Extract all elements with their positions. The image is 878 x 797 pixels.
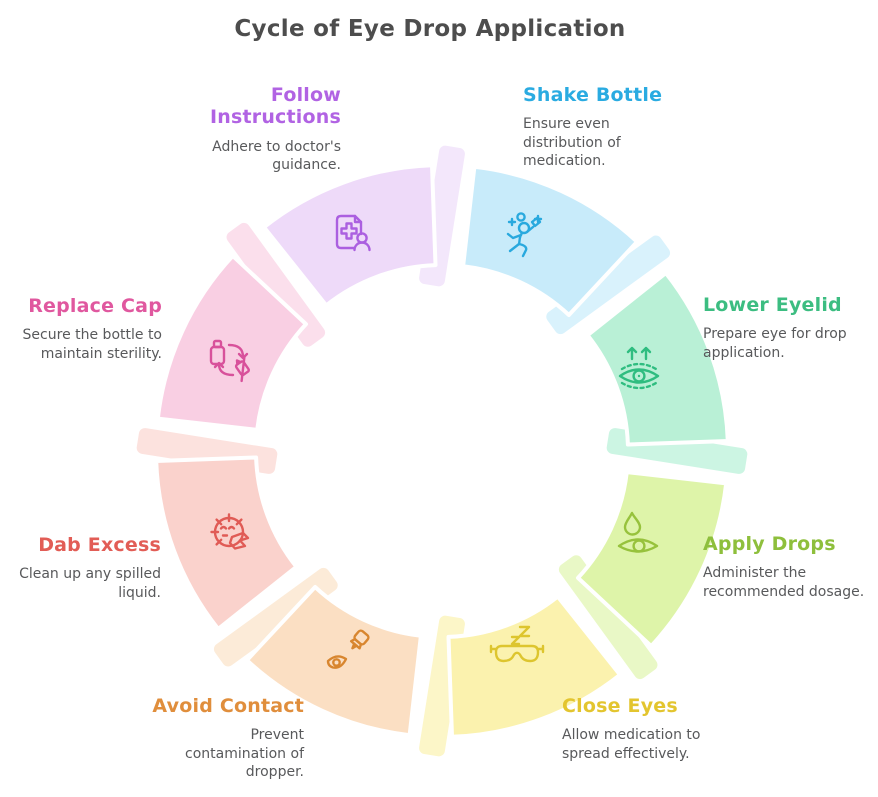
dab-excess-icon bbox=[210, 513, 250, 550]
step-description: Clean up any spilled liquid. bbox=[19, 566, 161, 601]
step-label-replace-cap: Replace Cap Secure the bottle to maintai… bbox=[8, 295, 162, 363]
cycle-segment-follow-instructions bbox=[262, 163, 438, 308]
cycle-connector-shake-bottle bbox=[546, 235, 671, 335]
cycle-segment-lower-eyelid bbox=[585, 271, 730, 447]
step-title: Dab Excess bbox=[38, 534, 161, 556]
step-label-shake-bottle: Shake Bottle Ensure even distribution of… bbox=[523, 84, 668, 170]
shake-bottle-icon bbox=[506, 212, 543, 258]
step-label-follow-instructions: Follow Instructions Adhere to doctor's g… bbox=[189, 84, 341, 174]
cycle-segment-dab-excess bbox=[154, 455, 299, 631]
step-description: Secure the bottle to maintain sterility. bbox=[22, 327, 162, 362]
step-description: Adhere to doctor's guidance. bbox=[212, 138, 341, 173]
lower-eyelid-icon bbox=[618, 346, 660, 390]
step-description: Administer the recommended dosage. bbox=[703, 565, 865, 600]
diagram-title: Cycle of Eye Drop Application bbox=[234, 16, 626, 42]
avoid-contact-icon bbox=[326, 629, 370, 669]
step-title: Shake Bottle bbox=[523, 84, 663, 106]
step-description: Prevent contamination of dropper. bbox=[185, 727, 304, 780]
cycle-connector-replace-cap bbox=[226, 222, 326, 347]
cycle-ring bbox=[136, 145, 748, 757]
follow-instructions-icon bbox=[335, 214, 371, 252]
step-label-apply-drops: Apply Drops Administer the recommended d… bbox=[703, 533, 875, 601]
cycle-segment-close-eyes bbox=[446, 594, 622, 739]
step-description: Prepare eye for drop application. bbox=[703, 326, 847, 361]
step-title: Close Eyes bbox=[562, 695, 678, 717]
step-title: Follow Instructions bbox=[209, 84, 341, 129]
cycle-segment-apply-drops bbox=[576, 470, 729, 649]
step-label-dab-excess: Dab Excess Clean up any spilled liquid. bbox=[5, 534, 161, 602]
step-title: Replace Cap bbox=[28, 295, 162, 317]
step-title: Avoid Contact bbox=[152, 695, 304, 717]
step-label-avoid-contact: Avoid Contact Prevent contamination of d… bbox=[150, 695, 304, 781]
cycle-segment-replace-cap bbox=[155, 253, 308, 432]
apply-drops-icon bbox=[617, 511, 659, 553]
step-title: Lower Eyelid bbox=[703, 294, 842, 316]
close-eyes-icon bbox=[489, 625, 545, 663]
step-title: Apply Drops bbox=[703, 533, 836, 555]
step-description: Ensure even distribution of medication. bbox=[523, 116, 621, 169]
step-label-close-eyes: Close Eyes Allow medication to spread ef… bbox=[562, 695, 722, 763]
cycle-segment-shake-bottle bbox=[461, 164, 640, 317]
cycle-connector-avoid-contact bbox=[213, 567, 338, 667]
step-label-lower-eyelid: Lower Eyelid Prepare eye for drop applic… bbox=[703, 294, 868, 362]
replace-cap-icon bbox=[209, 339, 250, 383]
cycle-connector-apply-drops bbox=[558, 555, 658, 680]
step-description: Allow medication to spread effectively. bbox=[562, 727, 701, 762]
